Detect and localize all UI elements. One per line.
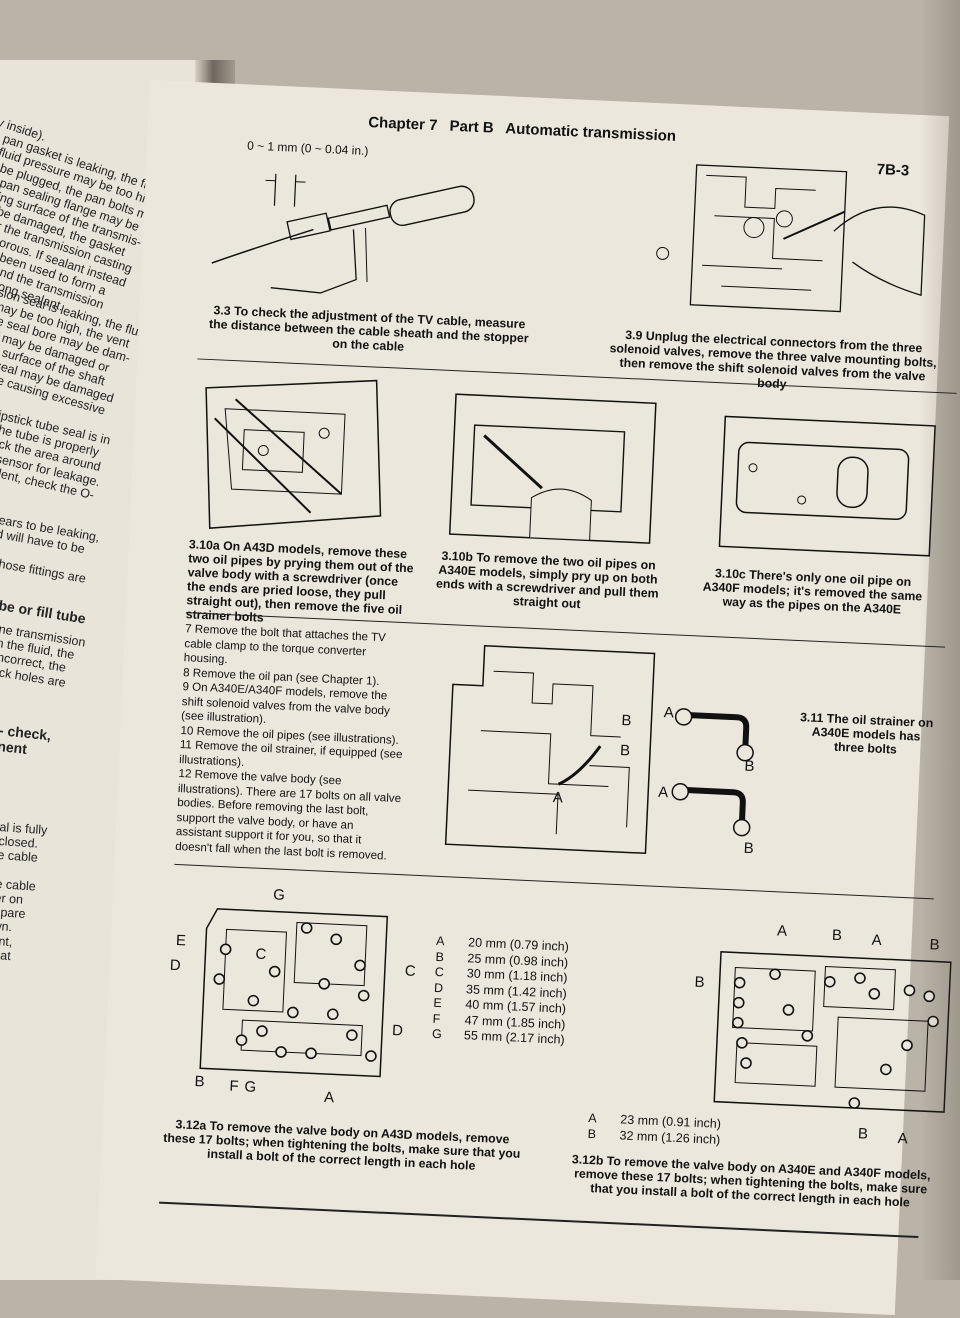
fig312b-label-b3: B [694,974,705,991]
legend-key: A [436,934,469,951]
fig312a-label-d2: D [392,1022,404,1039]
figure-3-11-strainers [665,694,772,858]
figure-3-12b-caption: 3.12b To remove the valve body on A340E … [570,1152,932,1210]
legend-key: B [587,1126,620,1143]
fig311-label-b2: B [743,840,754,857]
figure-3-11-caption: 3.11 The oil strainer on A340E models ha… [795,710,937,758]
fig311-vb-label-b: B [621,712,632,729]
figure-3-12a-a43d-valve-body [180,898,408,1083]
part-label: Part B [449,118,494,137]
figure-3-10c-caption: 3.10c There's only one oil pipe on A340F… [697,565,929,617]
chapter-title: Automatic transmission [505,120,676,145]
fig312b-label-a3: A [897,1130,908,1147]
figure-3-9-solenoids [630,142,938,335]
figure-3-10a-a43d [189,367,397,546]
legend-key: E [433,996,466,1013]
figure-3-10c-a340f [709,406,946,566]
figure-3-10b-caption: 3.10b To remove the two oil pipes on A34… [432,548,664,614]
fig311-label-a: A [663,704,674,721]
fig312a-label-g2: G [244,1078,256,1096]
chapter-label: Chapter 7 [368,114,438,134]
figure-3-12a-caption: 3.12a To remove the valve body on A43D m… [161,1117,523,1175]
legend-key: B [435,949,468,966]
legend-key: G [432,1027,465,1044]
section-divider [174,864,933,899]
fig312a-label-e: E [176,932,187,949]
fig311-vb-label-b2: B [620,742,631,759]
fig312a-label-d: D [169,957,181,974]
legend-value: 32 mm (1.26 inch) [619,1128,720,1148]
figure-3-11-valve-body [435,639,665,869]
fig312a-label-f: F [229,1078,239,1095]
fig312a-label-g: G [273,886,285,904]
legend-key: F [432,1011,465,1028]
fig312a-label-c: C [255,946,267,963]
procedure-steps: 7 Remove the bolt that attaches the TV c… [175,622,410,864]
fig312a-label-a: A [324,1089,335,1106]
figure-3-3-caption: 3.3 To check the adjustment of the TV ca… [208,303,530,359]
fig311-label-a2: A [658,784,669,801]
fig311-vb-label-a: A [552,789,563,806]
page-bottom-rule [159,1202,918,1238]
fig312b-label-a2: A [871,932,882,949]
fig312b-label-b: B [832,927,843,944]
legend-value: 55 mm (2.17 inch) [464,1028,565,1048]
fig312a-label-b: B [194,1073,205,1090]
legend-key: A [588,1111,621,1128]
page-edge-shadow [920,0,960,1280]
right-page: Chapter 7 Part B Automatic transmission … [96,80,950,1315]
legend-key: C [434,965,467,982]
figure-3-3-tv-cable [200,133,527,307]
legend-key: D [434,980,467,997]
fig312a-label-c2: C [404,962,416,979]
figure-3-10b-a340e [439,384,666,554]
fig311-label-b: B [744,758,755,775]
procedure-step: 12 Remove the valve body (see illustrati… [175,767,404,864]
fig312b-label-a: A [777,922,788,939]
figure-3-9-caption: 3.9 Unplug the electrical connectors fro… [607,327,939,398]
running-header: Chapter 7 Part B Automatic transmission [368,114,684,145]
fig312b-label-b5: B [858,1125,869,1142]
